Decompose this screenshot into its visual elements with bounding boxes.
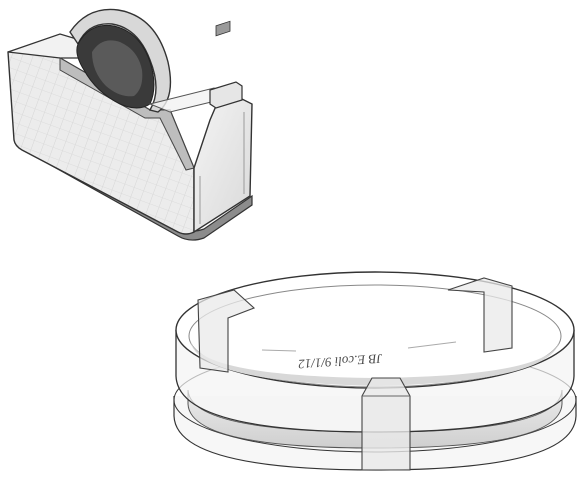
label-guide-line-left: [261, 349, 297, 352]
tape-roll: [69, 8, 172, 113]
tape-dispenser-icon: [7, 8, 253, 241]
dispenser-panel-lines: [199, 112, 245, 224]
lid-inner-floor: [190, 340, 560, 386]
cutter-window: [215, 20, 231, 37]
petri-dish-icon: JB E.coli 9/1/12: [173, 271, 577, 471]
tape-strip-left: [197, 289, 256, 373]
tape-roll-hub: [92, 40, 143, 97]
tape-strip-front: [361, 377, 411, 471]
tape-cutter: [209, 81, 243, 109]
tape-strip-right: [447, 277, 513, 353]
lid-label-text: JB E.coli 9/1/12: [297, 351, 382, 372]
label-guide-line-right: [407, 341, 457, 349]
dispenser-front-block: [193, 95, 253, 234]
